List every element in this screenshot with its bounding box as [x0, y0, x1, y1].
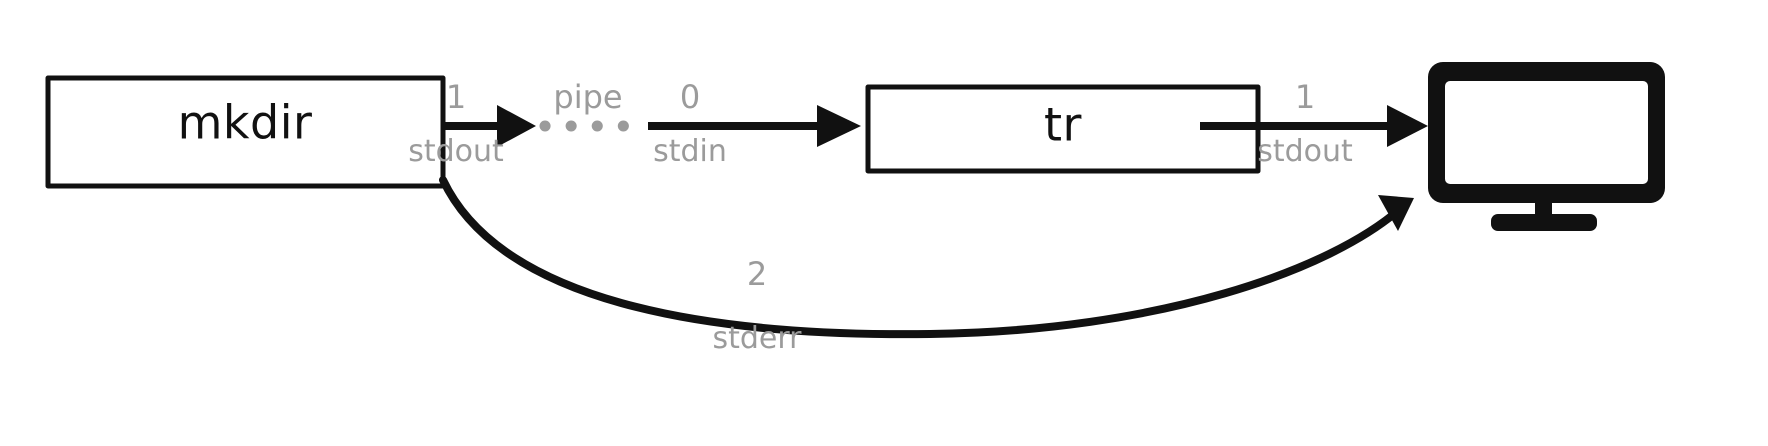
node-mkdir[interactable]: mkdir	[45, 75, 446, 189]
mkdir-stderr-fd-number: 2	[747, 255, 767, 293]
tr-box	[865, 84, 1261, 174]
mkdir-stderr-fd-name: stderr	[712, 321, 802, 356]
tr-stdout-arrowhead	[1387, 105, 1428, 147]
mkdir-stdout-arrowhead	[497, 105, 536, 147]
tr-label: tr	[1044, 98, 1082, 152]
connection-mkdir-stdout: 1 stdout	[408, 78, 536, 169]
mkdir-label: mkdir	[178, 96, 313, 150]
tr-stdout-fd-name: stdout	[1257, 134, 1353, 169]
tr-stdout-fd-number: 1	[1295, 78, 1315, 116]
mkdir-box	[45, 75, 446, 189]
connection-tr-stdin: 0 stdin	[648, 78, 861, 169]
monitor-icon[interactable]	[1428, 62, 1665, 231]
connection-pipe: pipe	[539, 78, 654, 132]
tr-stdin-fd-number: 0	[680, 78, 700, 116]
mkdir-stderr-arrowhead	[1378, 195, 1414, 231]
monitor-bezel	[1428, 62, 1665, 203]
connection-mkdir-stderr: 2 stderr	[439, 176, 1414, 356]
tr-stdin-arrowhead	[817, 105, 861, 147]
monitor-base	[1491, 214, 1597, 231]
pipe-label: pipe	[553, 78, 622, 116]
mkdir-stdout-fd-name: stdout	[408, 134, 504, 169]
node-tr[interactable]: tr	[865, 84, 1261, 174]
mkdir-stdout-fd-number: 1	[446, 78, 466, 116]
tr-stdin-fd-name: stdin	[653, 134, 727, 169]
mkdir-stderr-curve	[439, 176, 1404, 339]
connection-tr-stdout: 1 stdout	[1200, 78, 1428, 169]
